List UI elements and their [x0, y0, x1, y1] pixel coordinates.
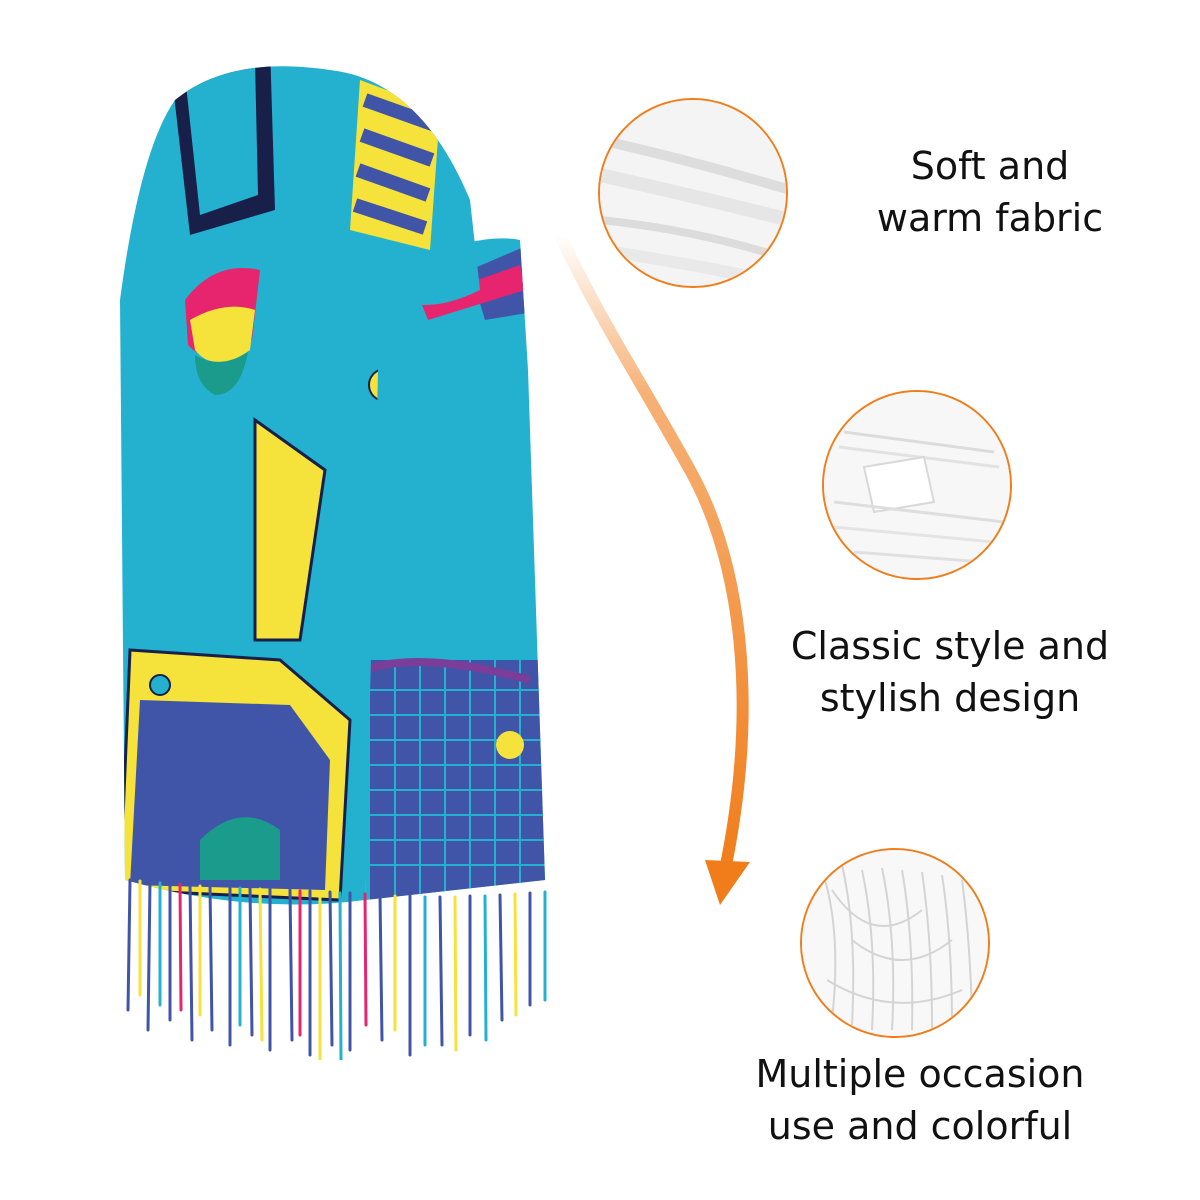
feature-3-line1: Multiple occasion: [755, 1052, 1085, 1096]
scarf-product-image: [120, 66, 547, 1060]
scarf-back-panel: [365, 238, 545, 900]
feature-3-line2: use and colorful: [767, 1104, 1073, 1148]
feature-caption-1: Soft and warm fabric: [840, 140, 1140, 244]
tassel-fringe-closeup: [800, 848, 990, 1038]
feature-1-line1: Soft and: [910, 144, 1070, 188]
feature-1-line2: warm fabric: [876, 196, 1104, 240]
feature-caption-3: Multiple occasion use and colorful: [740, 1048, 1100, 1152]
feature-2-line1: Classic style and: [790, 624, 1110, 668]
scarf-fringe: [126, 878, 547, 1060]
feature-2-line2: stylish design: [819, 676, 1081, 720]
folded-fabric-closeup: [822, 390, 1012, 580]
feature-caption-2: Classic style and stylish design: [770, 620, 1130, 724]
soft-fabric-closeup: [598, 98, 788, 288]
